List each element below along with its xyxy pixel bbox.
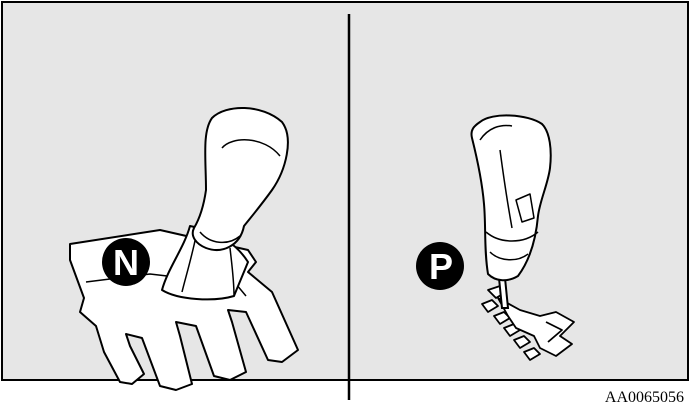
park-badge-label: P [429,246,453,287]
figure-code: AA0065056 [605,389,684,407]
neutral-badge: N [102,238,150,286]
park-badge: P [416,242,464,290]
neutral-badge-label: N [113,242,139,283]
